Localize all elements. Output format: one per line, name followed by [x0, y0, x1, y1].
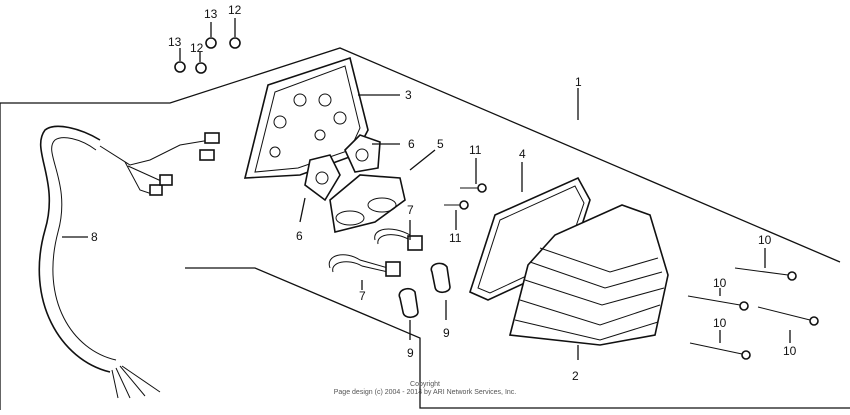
bulb-wire-sub-harness-left — [328, 254, 401, 277]
bulb-socket-right — [344, 134, 381, 173]
washer-12-lower — [195, 62, 207, 74]
lens-screw-2 — [687, 295, 749, 311]
callout-10-mid: 10 — [713, 276, 727, 290]
bulb-wire-sub-harness-right — [374, 228, 423, 251]
callout-6-left: 6 — [296, 229, 303, 243]
callout-2: 2 — [572, 369, 579, 383]
callout-5: 5 — [437, 137, 444, 151]
callout-10-top: 10 — [758, 233, 772, 247]
copyright-notice: Page design (c) 2004 - 2014 by ARI Netwo… — [333, 389, 517, 396]
lens-screw-3 — [757, 306, 819, 326]
callout-1: 1 — [575, 75, 582, 89]
callout-7-left: 7 — [359, 289, 366, 303]
nut-13-lower — [174, 61, 186, 73]
callout-11-upper: 11 — [469, 143, 482, 157]
lens-screw-1 — [734, 267, 797, 281]
wire-harness — [38, 125, 220, 399]
callout-10-low: 10 — [713, 316, 727, 330]
callout-9-right: 9 — [443, 326, 450, 340]
lens-screw-4 — [689, 342, 751, 360]
screw-lower — [444, 200, 469, 210]
callout-9-left: 9 — [407, 346, 414, 360]
screw-upper — [460, 183, 487, 193]
callout-6-right: 6 — [408, 137, 415, 151]
callout-12-upper: 12 — [228, 3, 242, 17]
callout-11-lower: 11 — [449, 231, 462, 245]
callout-4: 4 — [519, 147, 526, 161]
tail-light-lens — [508, 204, 669, 346]
assembly-outline — [0, 47, 850, 410]
callout-13-lower: 13 — [168, 35, 182, 49]
lamp-housing — [243, 56, 369, 179]
callout-8: 8 — [91, 230, 98, 244]
callout-10-right: 10 — [783, 344, 797, 358]
washer-12-upper — [229, 37, 241, 49]
copyright-label: Copyright — [410, 381, 440, 388]
bulb-left — [398, 287, 419, 319]
nut-13-upper — [205, 37, 217, 49]
callout-7-right: 7 — [407, 203, 414, 217]
socket-gasket — [329, 174, 406, 233]
callout-13-upper: 13 — [204, 7, 218, 21]
bulb-socket-left — [304, 154, 341, 202]
bulb-right — [430, 262, 451, 294]
lens-gasket — [469, 176, 591, 301]
leader-lines — [62, 18, 791, 360]
callout-3: 3 — [405, 88, 412, 102]
callout-12-lower: 12 — [190, 41, 204, 55]
